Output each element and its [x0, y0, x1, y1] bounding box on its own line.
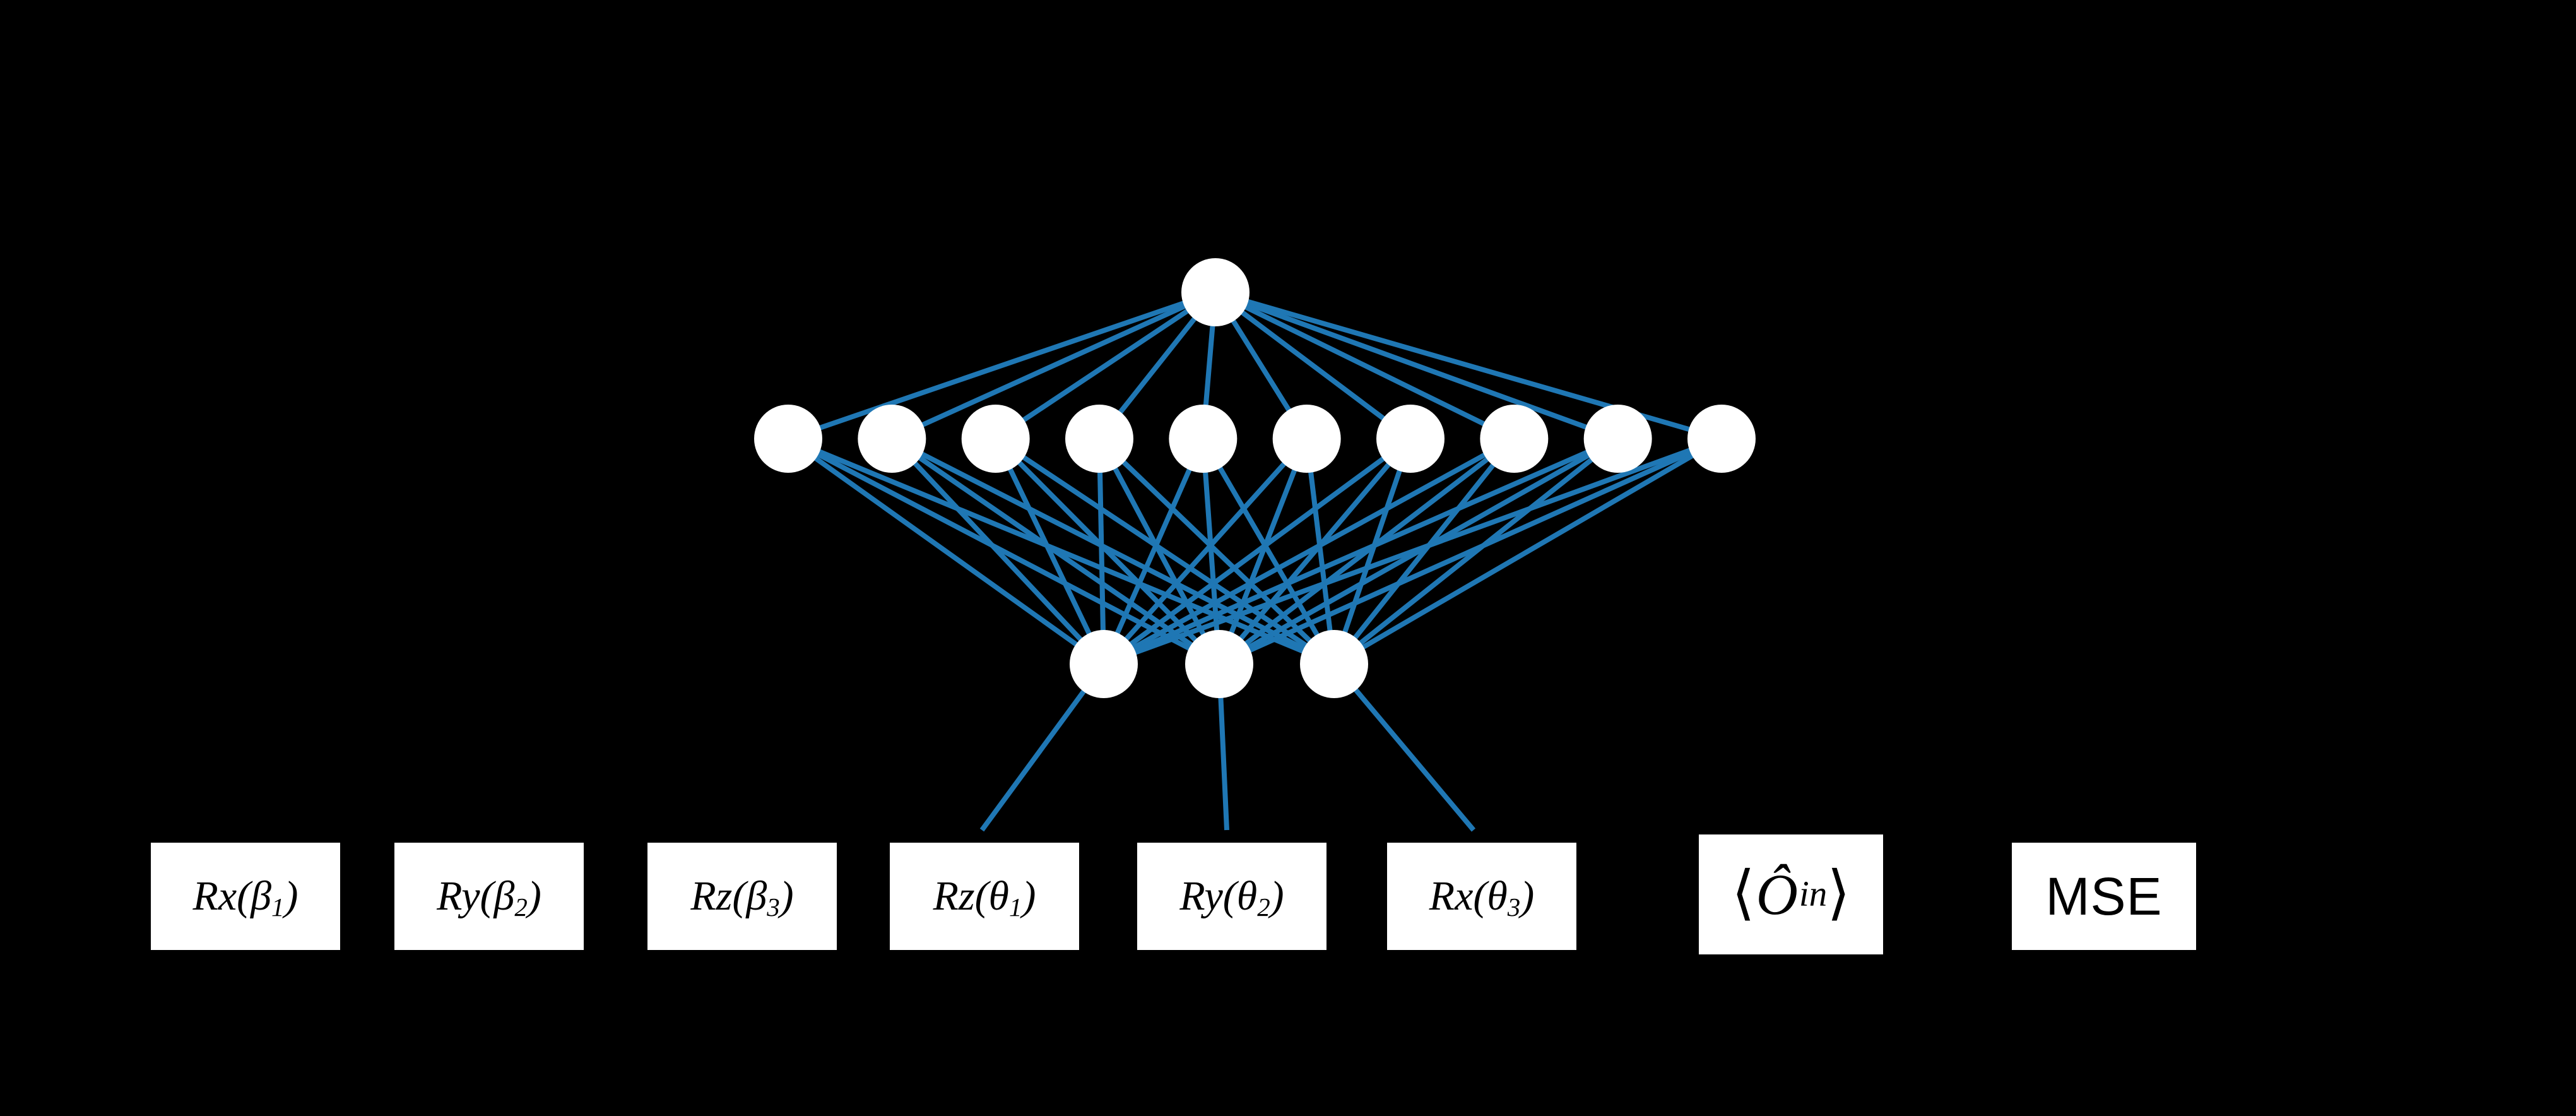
- edge-line: [1214, 290, 1412, 441]
- gate-box-rz-theta1: Rz(θ1): [890, 843, 1079, 950]
- neuron-node: [858, 405, 926, 473]
- edge-line: [1102, 436, 1412, 667]
- neuron-node: [1070, 630, 1138, 698]
- gate-label: Ry(θ2): [1179, 873, 1284, 922]
- gate-label: Rz(θ1): [933, 873, 1036, 922]
- edge-line: [1332, 662, 1476, 832]
- observable-symbol: Ô: [1756, 862, 1799, 927]
- edge-line: [1332, 437, 1516, 666]
- edge-line: [1102, 436, 1619, 667]
- edge-line: [1200, 437, 1337, 666]
- edge-line: [1217, 437, 1413, 666]
- edge-line: [787, 436, 1335, 667]
- gate-box-ry-beta2: Ry(β2): [394, 843, 584, 950]
- edge-line: [1200, 438, 1222, 665]
- edge-line: [786, 436, 1106, 667]
- gate-label: Rz(β3): [690, 873, 794, 922]
- neuron-node: [1272, 405, 1341, 473]
- edge-line: [1102, 437, 1309, 666]
- neuron-node: [1169, 405, 1238, 473]
- edge-line: [890, 290, 1217, 441]
- gate-box-ry-theta2: Ry(θ2): [1137, 843, 1326, 950]
- edge-line: [787, 290, 1217, 441]
- gate-box-rx-theta3: Rx(θ3): [1387, 843, 1576, 950]
- gate-label: Ry(β2): [437, 873, 541, 922]
- edge-line: [979, 662, 1106, 832]
- edge-line: [1214, 290, 1619, 441]
- neuron-node: [1300, 630, 1368, 698]
- neuron-node: [754, 405, 822, 473]
- neuron-node: [1583, 405, 1652, 473]
- neuron-node: [961, 405, 1030, 473]
- edge-line: [1332, 436, 1723, 667]
- edge-line: [890, 436, 1335, 667]
- mse-label: MSE: [2045, 867, 2163, 926]
- edge-line: [1304, 438, 1337, 665]
- edge-line: [1332, 437, 1413, 665]
- gate-box-rx-beta1: Rx(β1): [151, 843, 340, 950]
- gate-label: Rx(β1): [192, 873, 298, 922]
- edge-line: [994, 436, 1336, 667]
- gate-box-rz-beta3: Rz(β3): [647, 843, 837, 950]
- edge-line: [1097, 437, 1336, 666]
- edge-line: [1102, 436, 1723, 667]
- edge-line: [993, 437, 1221, 666]
- edge-line: [1102, 436, 1516, 667]
- edge-line: [1097, 437, 1222, 665]
- edge-line: [993, 437, 1106, 665]
- neuron-node: [1687, 405, 1756, 473]
- gate-label: Rx(θ3): [1429, 873, 1535, 922]
- left-angle-bracket: ⟨: [1732, 858, 1755, 928]
- neuron-node: [1185, 630, 1253, 698]
- neuron-node: [1181, 258, 1250, 326]
- neuron-node: [1376, 405, 1445, 473]
- right-angle-bracket: ⟩: [1827, 858, 1850, 928]
- edge-line: [1214, 290, 1516, 441]
- edge-line: [1218, 436, 1723, 667]
- edge-line: [787, 436, 1220, 667]
- mse-box: MSE: [2012, 843, 2196, 950]
- edge-line: [1217, 437, 1309, 665]
- edge-line: [994, 290, 1217, 441]
- neuron-node: [1065, 405, 1133, 473]
- edge-line: [1097, 438, 1106, 665]
- edge-line: [890, 437, 1106, 666]
- edge-line: [890, 436, 1221, 667]
- neuron-node: [1480, 405, 1549, 473]
- edge-line: [1101, 437, 1205, 665]
